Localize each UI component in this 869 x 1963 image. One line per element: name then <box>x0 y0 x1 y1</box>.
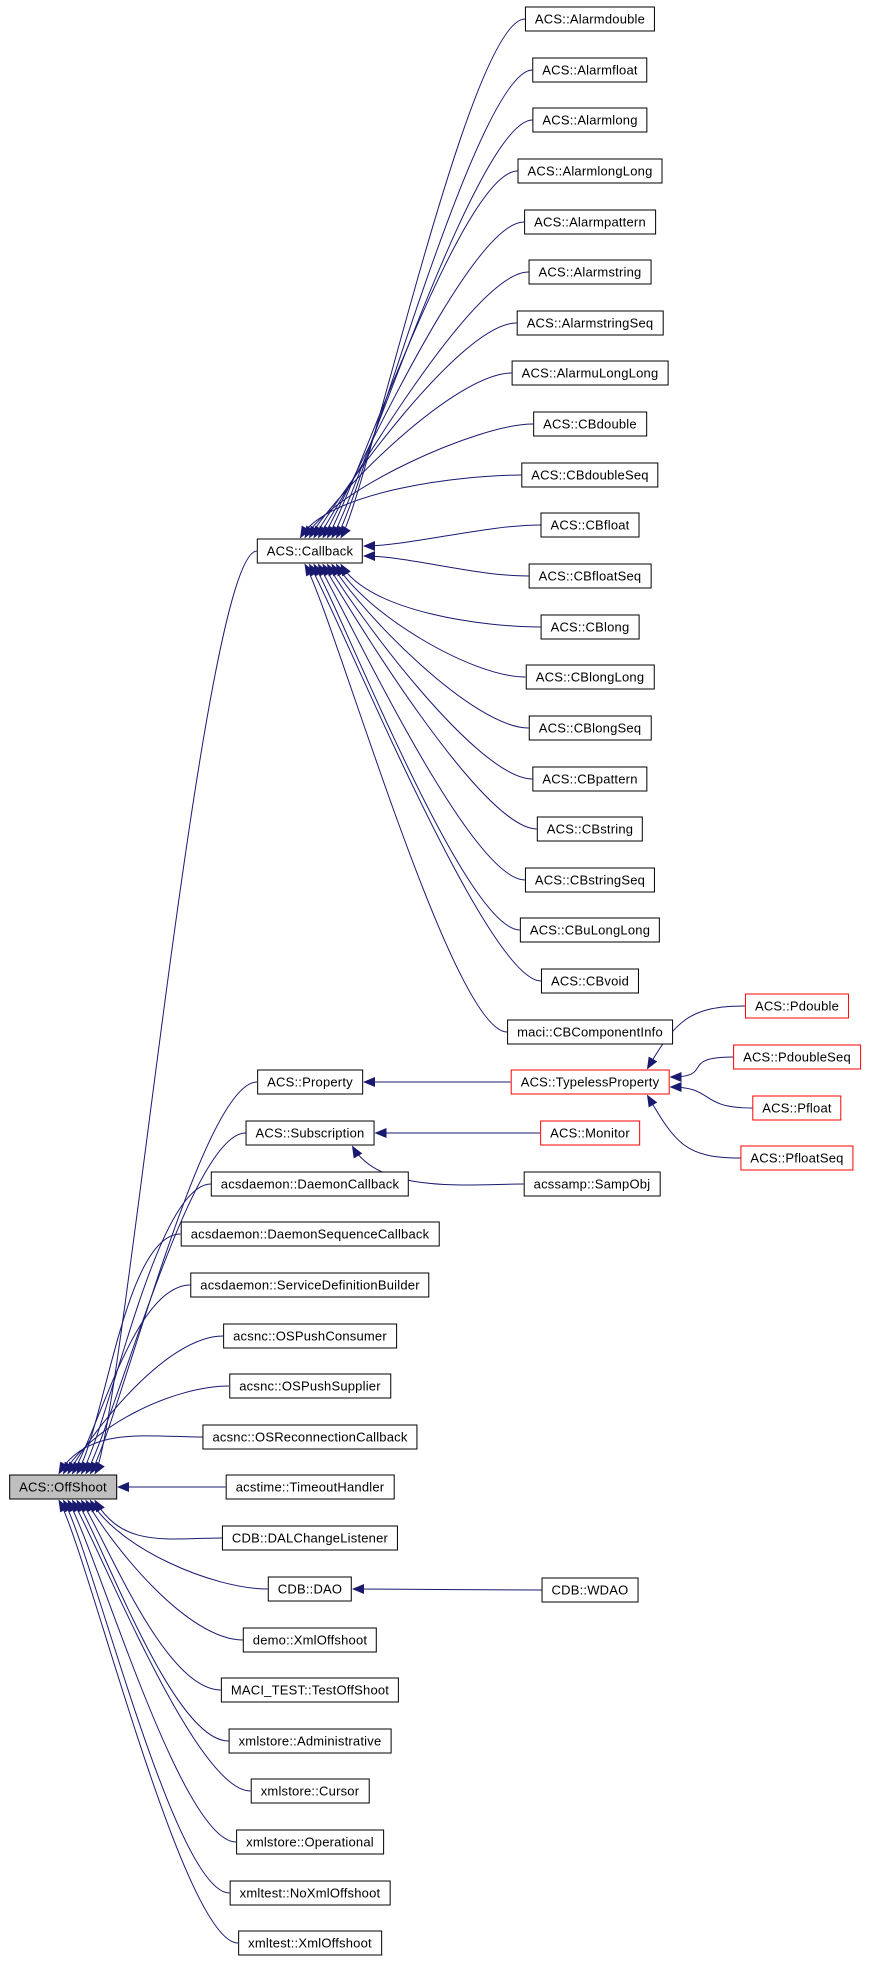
node-administrative[interactable]: xmlstore::Administrative <box>228 1728 392 1754</box>
node-servicedefbuilder[interactable]: acsdaemon::ServiceDefinitionBuilder <box>190 1272 430 1298</box>
edge-alarmfloat-to-callback <box>335 69 533 539</box>
node-xmloffshoot[interactable]: xmltest::XmlOffshoot <box>238 1930 382 1956</box>
node-daemonseqcallback[interactable]: acsdaemon::DaemonSequenceCallback <box>180 1221 440 1247</box>
edge-administrative-to-offshoot <box>76 1499 229 1742</box>
node-demoxmloffshoot[interactable]: demo::XmlOffshoot <box>242 1627 378 1653</box>
node-alarmulonglong[interactable]: ACS::AlarmuLongLong <box>511 360 669 386</box>
node-pdouble[interactable]: ACS::Pdouble <box>744 993 850 1019</box>
node-alarmstringseq[interactable]: ACS::AlarmstringSeq <box>516 310 664 336</box>
node-wdao[interactable]: CDB::WDAO <box>541 1577 639 1603</box>
node-cbstring[interactable]: ACS::CBstring <box>536 816 644 842</box>
edge-daemoncallback-to-offshoot <box>80 1183 212 1475</box>
node-alarmpattern[interactable]: ACS::Alarmpattern <box>524 209 656 235</box>
node-cblonglong[interactable]: ACS::CBlongLong <box>525 664 655 690</box>
node-testoffshoot[interactable]: MACI_TEST::TestOffShoot <box>220 1677 400 1703</box>
node-timeouthandler[interactable]: acstime::TimeoutHandler <box>225 1474 395 1500</box>
node-operational[interactable]: xmlstore::Operational <box>236 1829 384 1855</box>
node-cbfloatseq[interactable]: ACS::CBfloatSeq <box>528 563 652 589</box>
node-cbpattern[interactable]: ACS::CBpattern <box>532 766 648 792</box>
edge-cbfloat-to-callback <box>363 524 541 551</box>
edge-cbdouble-to-callback <box>304 423 534 539</box>
node-cbstringseq[interactable]: ACS::CBstringSeq <box>524 867 656 893</box>
node-alarmlong[interactable]: ACS::Alarmlong <box>532 107 648 133</box>
node-cblong[interactable]: ACS::CBlong <box>540 614 640 640</box>
node-alarmdouble[interactable]: ACS::Alarmdouble <box>524 6 656 32</box>
edge-alarmpattern-to-callback <box>322 221 525 539</box>
node-property[interactable]: ACS::Property <box>257 1069 363 1095</box>
edge-pdouble-to-typelessproperty <box>646 1005 746 1070</box>
node-pfloat[interactable]: ACS::Pfloat <box>752 1095 842 1121</box>
edge-pfloatseq-to-typelessproperty <box>646 1094 741 1159</box>
edge-dao-to-offshoot <box>89 1499 269 1590</box>
node-cbdoubleseq[interactable]: ACS::CBdoubleSeq <box>521 462 659 488</box>
node-subscription[interactable]: ACS::Subscription <box>245 1120 375 1146</box>
node-alarmlonglong[interactable]: ACS::AlarmlongLong <box>517 158 663 184</box>
node-cursor[interactable]: xmlstore::Cursor <box>250 1778 370 1804</box>
edge-dalchangelistener-to-offshoot <box>94 1499 223 1540</box>
edge-property-to-offshoot <box>89 1081 258 1475</box>
edge-alarmlonglong-to-callback <box>326 170 518 539</box>
edge-cbfloatseq-to-callback <box>363 551 529 577</box>
edge-testoffshoot-to-offshoot <box>80 1499 222 1691</box>
node-dao[interactable]: CDB::DAO <box>267 1576 353 1602</box>
edge-cbstringseq-to-callback <box>317 563 526 881</box>
node-cbdouble[interactable]: ACS::CBdouble <box>533 411 647 437</box>
node-alarmstring[interactable]: ACS::Alarmstring <box>528 259 652 285</box>
edge-alarmulonglong-to-callback <box>308 372 512 539</box>
edge-cbulonglong-to-callback <box>313 563 521 931</box>
edge-operational-to-offshoot <box>67 1499 237 1843</box>
edge-ospushsupplier-to-offshoot <box>62 1385 230 1475</box>
node-ospushconsumer[interactable]: acsnc::OSPushConsumer <box>223 1323 397 1349</box>
edge-ospushconsumer-to-offshoot <box>67 1335 224 1475</box>
edge-alarmstringseq-to-callback <box>313 322 517 539</box>
node-sampobj[interactable]: acssamp::SampObj <box>523 1171 661 1197</box>
edge-alarmlong-to-callback <box>331 119 533 539</box>
edge-cursor-to-offshoot <box>71 1499 251 1792</box>
node-cbcomponentinfo[interactable]: maci::CBComponentInfo <box>507 1019 673 1045</box>
node-offshoot: ACS::OffShoot <box>9 1474 117 1500</box>
edge-callback-to-offshoot <box>94 550 258 1475</box>
edge-cbstring-to-callback <box>322 563 538 830</box>
node-pdoubleseq[interactable]: ACS::PdoubleSeq <box>733 1044 861 1070</box>
edge-cblongseq-to-callback <box>331 563 529 729</box>
node-callback[interactable]: ACS::Callback <box>256 538 364 564</box>
node-monitor[interactable]: ACS::Monitor <box>540 1120 640 1146</box>
node-cbvoid[interactable]: ACS::CBvoid <box>540 968 640 994</box>
node-osreconncallback[interactable]: acsnc::OSReconnectionCallback <box>202 1424 418 1450</box>
node-cbulonglong[interactable]: ACS::CBuLongLong <box>519 917 661 943</box>
edge-xmloffshoot-to-offshoot <box>58 1499 239 1944</box>
node-alarmfloat[interactable]: ACS::Alarmfloat <box>532 57 648 83</box>
edge-sampobj-to-subscription <box>351 1145 524 1186</box>
edge-osreconncallback-to-offshoot <box>58 1435 203 1475</box>
edge-noxmloffshoot-to-offshoot <box>62 1499 230 1894</box>
edge-pfloat-to-typelessproperty <box>669 1082 753 1109</box>
edge-daemonseqcallback-to-offshoot <box>76 1233 181 1475</box>
edge-alarmstring-to-callback <box>317 271 529 539</box>
node-noxmloffshoot[interactable]: xmltest::NoXmlOffshoot <box>229 1880 391 1906</box>
node-typelessproperty[interactable]: ACS::TypelessProperty <box>510 1069 670 1095</box>
edge-demoxmloffshoot-to-offshoot <box>85 1499 244 1641</box>
edge-cbvoid-to-callback <box>308 563 542 982</box>
node-ospushsupplier[interactable]: acsnc::OSPushSupplier <box>229 1373 391 1399</box>
edge-wdao-to-dao <box>352 1584 542 1595</box>
edge-cbcomponentinfo-to-callback <box>304 563 508 1033</box>
node-pfloatseq[interactable]: ACS::PfloatSeq <box>740 1145 854 1171</box>
edge-servicedefbuilder-to-offshoot <box>71 1284 191 1475</box>
edge-cbpattern-to-callback <box>326 563 533 780</box>
edge-pdoubleseq-to-typelessproperty <box>669 1056 734 1082</box>
edge-cbdoubleseq-to-callback <box>299 474 522 539</box>
node-cblongseq[interactable]: ACS::CBlongSeq <box>528 715 652 741</box>
edge-alarmdouble-to-callback <box>340 18 526 539</box>
edge-cblonglong-to-callback <box>335 563 526 678</box>
edge-cblong-to-callback <box>340 563 541 628</box>
node-cbfloat[interactable]: ACS::CBfloat <box>540 512 640 538</box>
node-daemoncallback[interactable]: acsdaemon::DaemonCallback <box>210 1171 410 1197</box>
node-dalchangelistener[interactable]: CDB::DALChangeListener <box>221 1525 399 1551</box>
